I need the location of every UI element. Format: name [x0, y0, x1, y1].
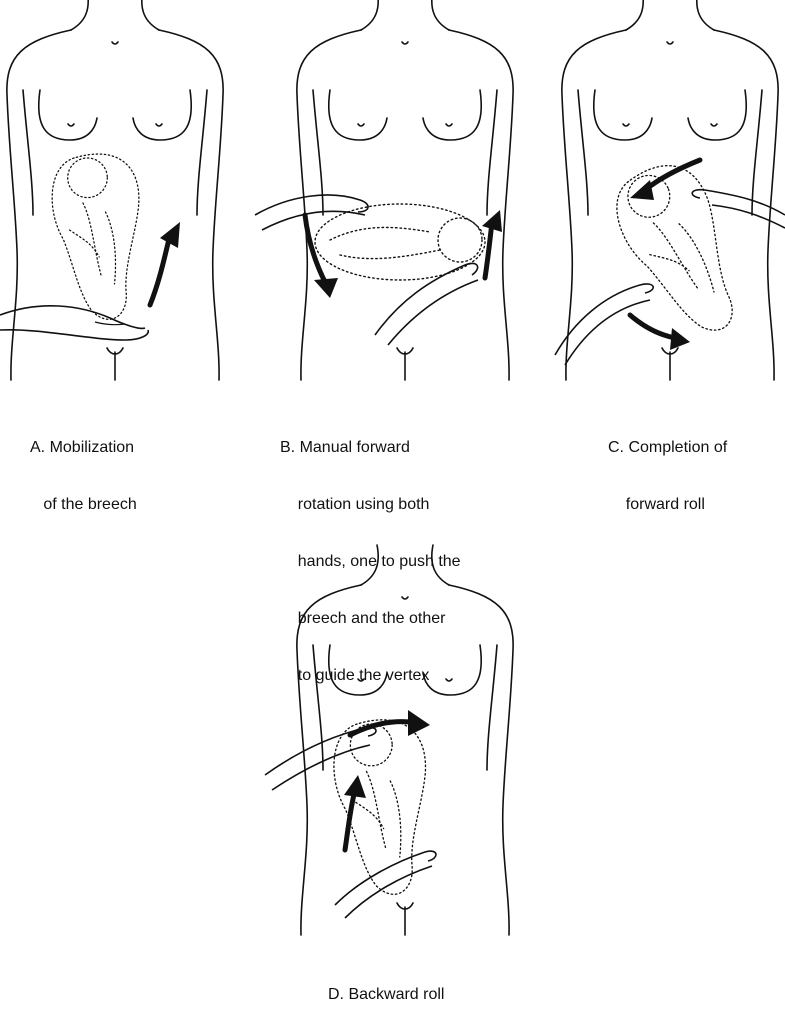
caption-line: D. Backward roll [328, 985, 444, 1004]
panel-c-illustration [555, 0, 785, 380]
caption-panel-a: A. Mobilization of the breech [30, 400, 137, 533]
caption-line: of the breech [30, 495, 137, 514]
caption-line: to guide the vertex [280, 666, 461, 685]
panel-b-illustration [255, 0, 513, 380]
caption-panel-b: B. Manual forward rotation using both ha… [280, 400, 461, 704]
caption-panel-c: C. Completion of forward roll [608, 400, 727, 533]
caption-line: breech and the other [280, 609, 461, 628]
caption-line: forward roll [608, 495, 727, 514]
caption-line: rotation using both [280, 495, 461, 514]
caption-line: hands, one to push the [280, 552, 461, 571]
caption-line: C. Completion of [608, 438, 727, 457]
caption-line: A. Mobilization [30, 438, 137, 457]
panel-a-illustration [0, 0, 223, 380]
caption-panel-d: D. Backward roll [328, 947, 444, 1023]
caption-line: B. Manual forward [280, 438, 461, 457]
